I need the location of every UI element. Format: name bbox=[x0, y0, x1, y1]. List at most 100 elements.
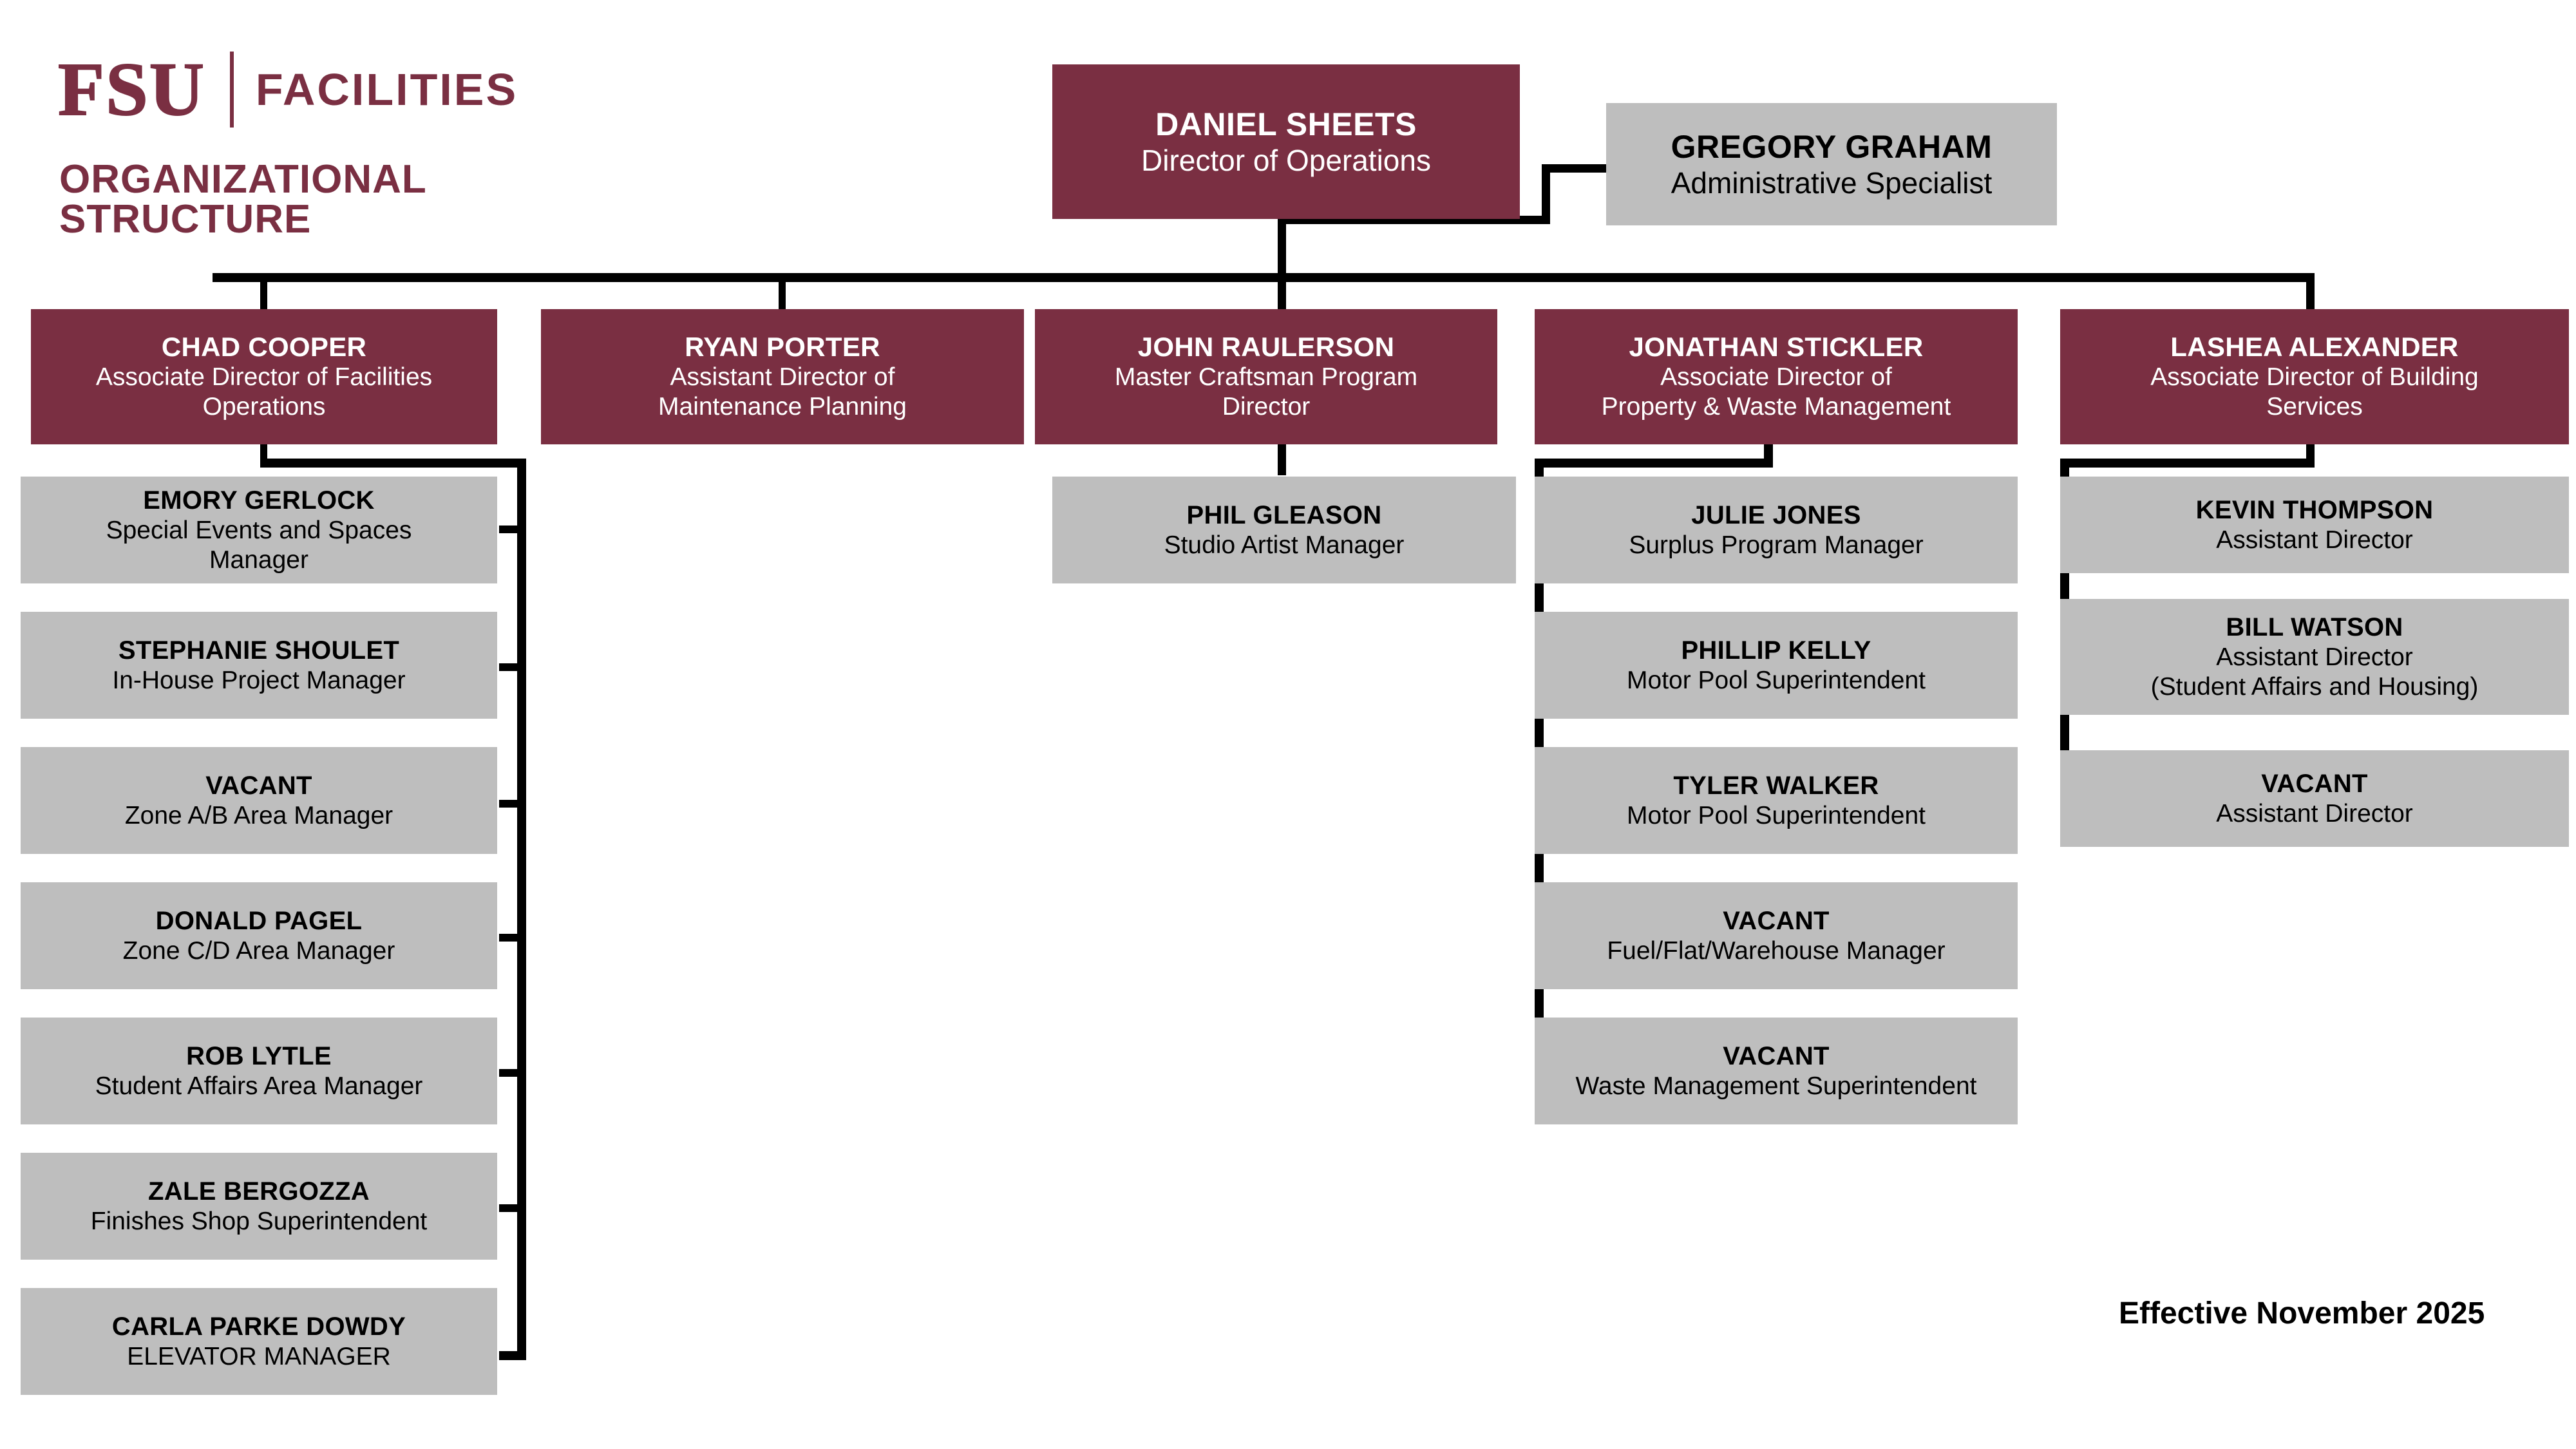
node-name: VACANT bbox=[2261, 769, 2368, 798]
connector-cooper-tick-1 bbox=[499, 526, 526, 533]
node-title-l1: Assistant Director of bbox=[670, 363, 895, 391]
node-title-l1: Associate Director of bbox=[1660, 363, 1892, 391]
node-name: GREGORY GRAHAM bbox=[1671, 129, 1993, 165]
node-name: TYLER WALKER bbox=[1673, 771, 1879, 800]
node-lead-ryan-porter[interactable]: RYAN PORTER Assistant Director of Mainte… bbox=[541, 309, 1024, 444]
connector-drop-cooper bbox=[260, 273, 267, 310]
node-name: ZALE BERGOZZA bbox=[148, 1177, 370, 1206]
node-report-stephanie-shoulet[interactable]: STEPHANIE SHOULET In-House Project Manag… bbox=[21, 612, 497, 719]
node-name: EMORY GERLOCK bbox=[143, 486, 375, 515]
node-name: DONALD PAGEL bbox=[155, 906, 363, 935]
node-report-bill-watson[interactable]: BILL WATSON Assistant Director (Student … bbox=[2060, 599, 2569, 715]
node-name: PHIL GLEASON bbox=[1186, 500, 1382, 529]
node-title-l2: Maintenance Planning bbox=[658, 393, 907, 421]
node-report-phillip-kelly[interactable]: PHILLIP KELLY Motor Pool Superintendent bbox=[1535, 612, 2018, 719]
node-name: VACANT bbox=[1723, 906, 1830, 935]
connector-cooper-stem bbox=[260, 444, 267, 464]
node-report-rob-lytle[interactable]: ROB LYTLE Student Affairs Area Manager bbox=[21, 1018, 497, 1124]
connector-drop-raulerson bbox=[1278, 273, 1286, 310]
node-report-vacant-zone-ab[interactable]: VACANT Zone A/B Area Manager bbox=[21, 747, 497, 854]
node-name: RYAN PORTER bbox=[685, 332, 880, 362]
node-title-l2: Operations bbox=[202, 393, 326, 421]
node-report-donald-pagel[interactable]: DONALD PAGEL Zone C/D Area Manager bbox=[21, 882, 497, 989]
node-report-julie-jones[interactable]: JULIE JONES Surplus Program Manager bbox=[1535, 477, 2018, 583]
node-title-l1: Assistant Director bbox=[2216, 643, 2413, 671]
node-name: KEVIN THOMPSON bbox=[2195, 495, 2434, 524]
node-title-l2: (Student Affairs and Housing) bbox=[2150, 672, 2479, 701]
node-administrative-specialist[interactable]: GREGORY GRAHAM Administrative Specialist bbox=[1606, 103, 2057, 225]
node-name: CARLA PARKE DOWDY bbox=[111, 1312, 406, 1341]
node-report-vacant-fuel-flat-warehouse[interactable]: VACANT Fuel/Flat/Warehouse Manager bbox=[1535, 882, 2018, 989]
node-lead-jonathan-stickler[interactable]: JONATHAN STICKLER Associate Director of … bbox=[1535, 309, 2018, 444]
node-report-vacant-waste-management[interactable]: VACANT Waste Management Superintendent bbox=[1535, 1018, 2018, 1124]
node-report-carla-parke-dowdy[interactable]: CARLA PARKE DOWDY ELEVATOR MANAGER bbox=[21, 1288, 497, 1395]
node-name: VACANT bbox=[205, 771, 312, 800]
node-title-l1: Motor Pool Superintendent bbox=[1627, 801, 1926, 829]
node-title-l1: Student Affairs Area Manager bbox=[95, 1072, 423, 1100]
node-name: DANIEL SHEETS bbox=[1155, 106, 1417, 142]
node-name: ROB LYTLE bbox=[186, 1041, 332, 1070]
node-name: CHAD COOPER bbox=[161, 332, 367, 362]
node-lead-lashea-alexander[interactable]: LASHEA ALEXANDER Associate Director of B… bbox=[2060, 309, 2569, 444]
connector-alexander-top bbox=[2060, 459, 2315, 468]
connector-head-trunk bbox=[1278, 219, 1286, 278]
node-title-l2: Manager bbox=[209, 545, 308, 574]
node-name: STEPHANIE SHOULET bbox=[118, 636, 400, 665]
fsu-unit-label: FACILITIES bbox=[255, 64, 518, 115]
node-report-phil-gleason[interactable]: PHIL GLEASON Studio Artist Manager bbox=[1052, 477, 1516, 583]
connector-cooper-rail bbox=[517, 459, 526, 1360]
node-title-l2: Property & Waste Management bbox=[1601, 393, 1951, 421]
connector-cooper-tick-3 bbox=[499, 800, 526, 808]
connector-drop-porter bbox=[779, 273, 786, 310]
fsu-logo-text: FSU bbox=[57, 47, 205, 131]
node-report-vacant-assistant-director[interactable]: VACANT Assistant Director bbox=[2060, 750, 2569, 847]
connector-stickler-stem bbox=[1764, 444, 1773, 462]
connector-drop-alexander bbox=[2306, 273, 2315, 310]
connector-cooper-tick-5 bbox=[499, 1069, 526, 1077]
brand-block: FSU FACILITIES ORGANIZATIONAL STRUCTURE bbox=[45, 47, 625, 240]
node-director-of-operations[interactable]: DANIEL SHEETS Director of Operations bbox=[1052, 64, 1520, 219]
node-title-l1: Fuel/Flat/Warehouse Manager bbox=[1607, 936, 1946, 965]
node-title-l1: Studio Artist Manager bbox=[1164, 531, 1405, 559]
node-name: LASHEA ALEXANDER bbox=[2170, 332, 2459, 362]
node-title-l1: Surplus Program Manager bbox=[1629, 531, 1924, 559]
node-title-l1: Special Events and Spaces bbox=[106, 516, 412, 544]
node-name: VACANT bbox=[1723, 1041, 1830, 1070]
node-report-kevin-thompson[interactable]: KEVIN THOMPSON Assistant Director bbox=[2060, 477, 2569, 573]
connector-cooper-top bbox=[260, 459, 526, 468]
node-title-l1: Zone A/B Area Manager bbox=[124, 801, 393, 829]
connector-bus bbox=[213, 273, 2313, 282]
node-report-zale-bergozza[interactable]: ZALE BERGOZZA Finishes Shop Superintende… bbox=[21, 1153, 497, 1260]
node-title-l1: Associate Director of Facilities bbox=[95, 363, 433, 391]
connector-stickler-top bbox=[1535, 459, 1773, 468]
node-title-l1: Assistant Director bbox=[2216, 799, 2413, 828]
node-title-l1: Motor Pool Superintendent bbox=[1627, 666, 1926, 694]
node-title-l1: Associate Director of Building bbox=[2150, 363, 2479, 391]
node-title-l1: Waste Management Superintendent bbox=[1575, 1072, 1977, 1100]
connector-assistant-horiz-a bbox=[1542, 164, 1606, 173]
node-report-emory-gerlock[interactable]: EMORY GERLOCK Special Events and Spaces … bbox=[21, 477, 497, 583]
node-lead-john-raulerson[interactable]: JOHN RAULERSON Master Craftsman Program … bbox=[1035, 309, 1497, 444]
node-title-l2: Director bbox=[1222, 393, 1311, 421]
node-title-l1: ELEVATOR MANAGER bbox=[127, 1342, 391, 1370]
node-name: JONATHAN STICKLER bbox=[1629, 332, 1924, 362]
connector-assistant-vert bbox=[1542, 164, 1550, 224]
node-title: Administrative Specialist bbox=[1671, 166, 1993, 200]
connector-cooper-tick-4 bbox=[499, 934, 526, 942]
node-name: BILL WATSON bbox=[2226, 612, 2403, 641]
node-title: Director of Operations bbox=[1141, 144, 1431, 177]
node-name: JOHN RAULERSON bbox=[1137, 332, 1395, 362]
node-lead-chad-cooper[interactable]: CHAD COOPER Associate Director of Facili… bbox=[31, 309, 497, 444]
connector-raulerson-drop bbox=[1278, 444, 1286, 475]
connector-alexander-stem bbox=[2306, 444, 2315, 462]
node-title-l1: In-House Project Manager bbox=[112, 666, 406, 694]
node-title-l1: Master Craftsman Program bbox=[1114, 363, 1418, 391]
node-title-l1: Finishes Shop Superintendent bbox=[90, 1207, 428, 1235]
page-title: ORGANIZATIONAL STRUCTURE bbox=[59, 157, 426, 242]
node-name: PHILLIP KELLY bbox=[1681, 636, 1871, 665]
node-report-tyler-walker[interactable]: TYLER WALKER Motor Pool Superintendent bbox=[1535, 747, 2018, 854]
node-title-l1: Zone C/D Area Manager bbox=[122, 936, 395, 965]
effective-date-label: Effective November 2025 bbox=[2119, 1296, 2485, 1331]
node-title-l2: Services bbox=[2266, 393, 2363, 421]
connector-cooper-tick-6 bbox=[499, 1204, 526, 1212]
